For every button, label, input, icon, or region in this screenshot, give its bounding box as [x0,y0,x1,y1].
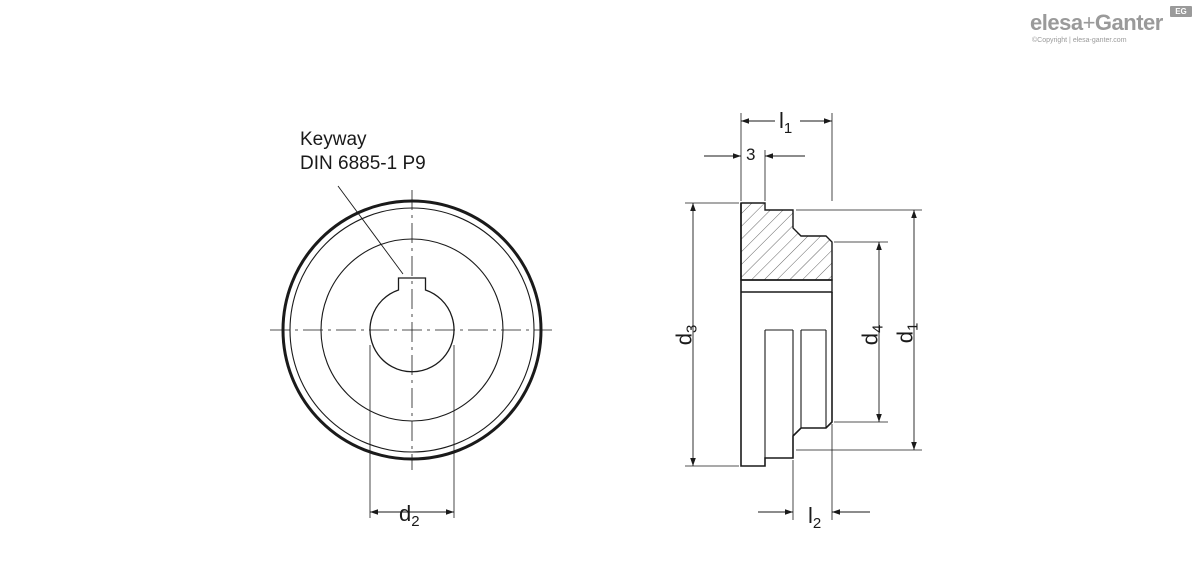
d3-label-base: d [671,333,697,346]
section-view [740,202,833,467]
brand-logo: elesa+Ganter EG ©Copyright | elesa-gante… [1030,4,1198,44]
brand-copyright: ©Copyright | elesa-ganter.com [1032,37,1127,44]
brand-name-bold: elesa [1030,10,1083,35]
d1-label-base: d [892,331,918,344]
brand-name-plus: + [1082,10,1096,35]
d2-label: d2 [399,503,420,533]
section-hatched-area [740,202,833,281]
l2-label-sub: 2 [812,515,822,532]
d3-label-sub: 3 [683,324,701,334]
section-dimensions [685,113,922,520]
d1-label-sub: 1 [904,322,922,332]
brand-name: elesa+Ganter [1030,10,1163,36]
three-label: 3 [746,145,756,164]
front-outer-circle [281,199,543,461]
keyway-callout: Keyway DIN 6885-1 P9 [300,128,426,176]
l1-label: l1 [779,110,792,140]
front-view [270,185,552,518]
front-outer-chamfer [289,207,535,453]
front-bore-with-keyway [369,277,455,373]
section-outline-lower [740,203,833,467]
brand-name-light: Ganter [1094,10,1163,35]
d4-label-sub: 4 [869,324,887,334]
l1-label-sub: 1 [783,120,793,137]
keyway-callout-line2: DIN 6885-1 P9 [300,153,426,174]
l2-label-base: l [808,503,813,528]
d3-label: d3 [671,324,703,346]
d2-label-base: d [399,501,412,526]
d1-label: d1 [892,322,924,344]
d4-label: d4 [857,324,889,346]
l2-label: l2 [808,505,821,535]
front-hub-circle [320,238,504,422]
d4-label-base: d [857,333,883,346]
d2-label-sub: 2 [411,513,420,530]
l1-label-base: l [779,108,784,133]
brand-badge: EG [1170,6,1192,17]
keyway-callout-line1: Keyway [300,129,367,150]
keyway-leader-line [337,185,404,275]
section-bore-band [741,279,833,293]
